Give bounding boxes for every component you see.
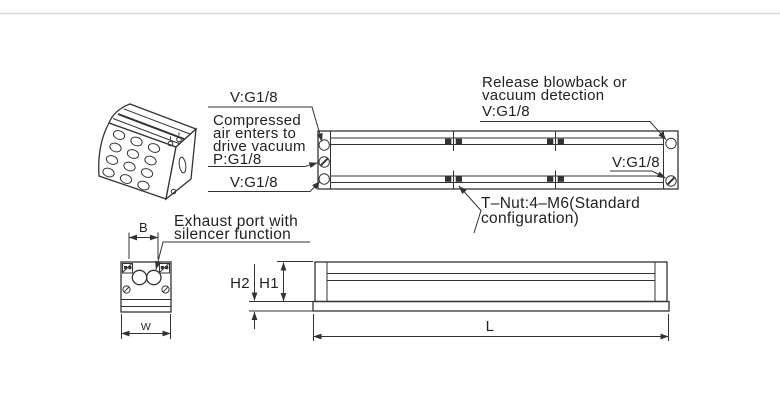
label-v-bottom: V:G1/8 <box>230 174 278 191</box>
side-body <box>314 261 668 303</box>
leader-release <box>480 121 667 140</box>
label-tnut-2: configuration) <box>481 210 579 227</box>
label-tnut-1: T–Nut:4–M6(Standard <box>481 195 640 212</box>
label-compressed-1: Compressed <box>213 112 301 129</box>
iso-side-details <box>167 132 187 195</box>
port-release-circle <box>665 137 677 150</box>
dim-b-label: B <box>139 220 148 235</box>
dim-h2-label: H2 <box>230 275 250 292</box>
annotations: V:G1/8 Compressed air enters to drive va… <box>155 74 667 270</box>
end-view <box>120 261 172 313</box>
port-p-circle <box>318 156 330 168</box>
dim-l-label: L <box>486 318 495 335</box>
dim-w-label: W <box>141 321 151 333</box>
exhaust-port-right-circle <box>145 269 162 286</box>
t-nuts <box>445 130 564 190</box>
port-v-bottom-circle <box>318 173 330 185</box>
label-release-2: vacuum detection <box>482 87 604 104</box>
leader-v-bottom <box>208 181 321 192</box>
label-exhaust-2: silencer function <box>174 226 291 243</box>
label-compressed-3: drive vacuum <box>213 138 306 155</box>
isometric-view <box>98 103 198 201</box>
label-p-port: P:G1/8 <box>213 151 262 168</box>
leader-v-top <box>208 106 323 142</box>
plan-body <box>317 130 679 190</box>
label-exhaust-1: Exhaust port with <box>174 213 298 230</box>
leader-v-right <box>610 170 666 179</box>
label-v-right: V:G1/8 <box>612 154 660 171</box>
dimensions: B W H1 H2 L <box>121 220 669 341</box>
label-compressed-2: air enters to <box>213 125 296 142</box>
leader-tnut <box>458 185 482 234</box>
label-v-top: V:G1/8 <box>230 89 278 106</box>
leader-exhaust <box>155 241 310 270</box>
label-release-1: Release blowback or <box>482 74 627 91</box>
plan-view <box>317 130 679 190</box>
iso-right-face <box>165 127 197 201</box>
side-view <box>312 261 670 312</box>
dim-h1-label: H1 <box>259 275 279 292</box>
exhaust-port-left-circle <box>131 269 148 286</box>
leader-p-port <box>208 162 318 169</box>
port-v-top-circle <box>318 139 330 151</box>
left-port-circles <box>318 139 330 185</box>
end-body <box>120 261 172 313</box>
port-v-right-circle <box>665 175 677 187</box>
side-base-plate <box>312 300 670 312</box>
label-release-port: V:G1/8 <box>482 103 530 120</box>
side-hole-left <box>122 285 131 294</box>
side-hole-right <box>161 285 170 294</box>
iso-suction-holes <box>102 130 161 191</box>
end-corner-blocks <box>122 263 170 274</box>
right-port-circles <box>665 137 677 187</box>
iso-front-face <box>98 122 177 200</box>
